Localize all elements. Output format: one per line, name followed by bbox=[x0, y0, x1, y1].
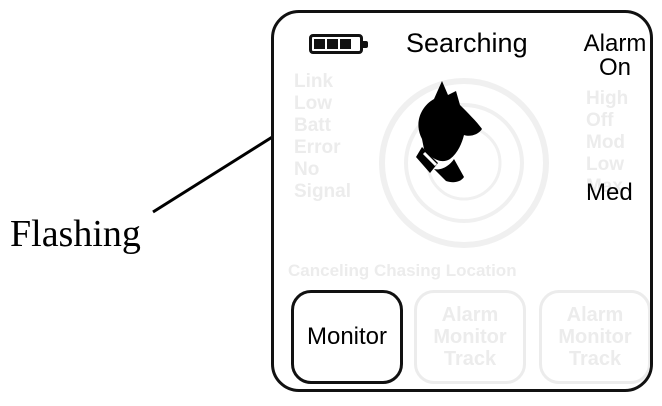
device-screen: Link Low Batt Error No Signal High Off M… bbox=[271, 10, 653, 392]
alarm-status: Alarm On bbox=[570, 30, 650, 81]
ghost-bottom-row: Canceling Chasing Location bbox=[288, 261, 517, 280]
alarm-status-line-1: Alarm bbox=[583, 30, 647, 57]
mode-button-alarm-track[interactable]: Alarm Monitor Track bbox=[414, 290, 526, 384]
mode-button-label: Monitor bbox=[306, 323, 388, 350]
mode-button-label: Alarm Monitor Track bbox=[433, 304, 507, 370]
ghost-radar-rings bbox=[379, 78, 549, 248]
battery-icon bbox=[309, 34, 368, 54]
dog-head-icon bbox=[416, 81, 482, 183]
flashing-annotation: Flashing bbox=[10, 213, 141, 255]
alarm-status-line-2: On bbox=[598, 54, 631, 81]
ghost-right-labels: High Off Mod Low Max bbox=[586, 88, 629, 197]
mode-button-monitor[interactable]: Monitor bbox=[291, 290, 403, 384]
mode-button-label: Alarm Monitor Track bbox=[558, 304, 632, 370]
mode-button-alarm-track-2[interactable]: Alarm Monitor Track bbox=[539, 290, 650, 384]
ghost-left-labels: Link Low Batt Error No Signal bbox=[294, 71, 352, 202]
level-indicator: Med bbox=[586, 179, 633, 206]
status-text: Searching bbox=[406, 28, 528, 58]
